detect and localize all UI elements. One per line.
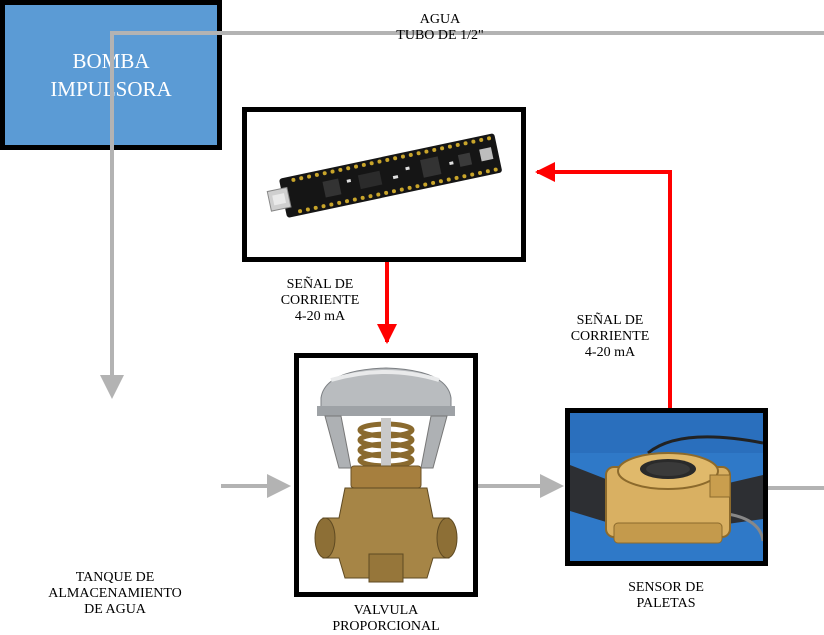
- sensor-label: SENSOR DE PALETAS: [596, 580, 736, 612]
- valve-box: [294, 353, 478, 597]
- signal-to-valve-line2: CORRIENTE: [265, 293, 375, 309]
- tank-line2: ALMACENAMIENTO: [15, 586, 215, 602]
- signal-to-valve-label: SEÑAL DE CORRIENTE 4-20 mA: [265, 277, 375, 325]
- sensor-box: [565, 408, 768, 566]
- tank-line3: DE AGUA: [15, 602, 215, 618]
- signal-from-sensor-line2: CORRIENTE: [555, 329, 665, 345]
- microcontroller-board-image: [247, 112, 521, 257]
- pipe-label-line1: AGUA: [380, 12, 500, 28]
- sensor-line1: SENSOR DE: [596, 580, 736, 596]
- tank-label: TANQUE DE ALMACENAMIENTO DE AGUA: [15, 570, 215, 618]
- signal-to-valve-line1: SEÑAL DE: [265, 277, 375, 293]
- signal-from-sensor-line3: 4-20 mA: [555, 345, 665, 361]
- sensor-line2: PALETAS: [596, 596, 736, 612]
- signal-to-valve-line3: 4-20 mA: [265, 309, 375, 325]
- controller-box: [242, 107, 526, 262]
- valve-label: VALVULA PROPORCIONAL: [306, 603, 466, 635]
- valve-line1: VALVULA: [306, 603, 466, 619]
- signal-sensor-to-controller: [537, 172, 670, 410]
- pipe-label-line2: TUBO DE 1/2": [380, 28, 500, 44]
- pipe-label: AGUA TUBO DE 1/2": [380, 12, 500, 44]
- valve-line2: PROPORCIONAL: [306, 619, 466, 635]
- signal-from-sensor-label: SEÑAL DE CORRIENTE 4-20 mA: [555, 313, 665, 361]
- signal-from-sensor-line1: SEÑAL DE: [555, 313, 665, 329]
- tank-line1: TANQUE DE: [15, 570, 215, 586]
- proportional-valve-image: [299, 358, 473, 592]
- paddle-sensor-image: [570, 413, 763, 561]
